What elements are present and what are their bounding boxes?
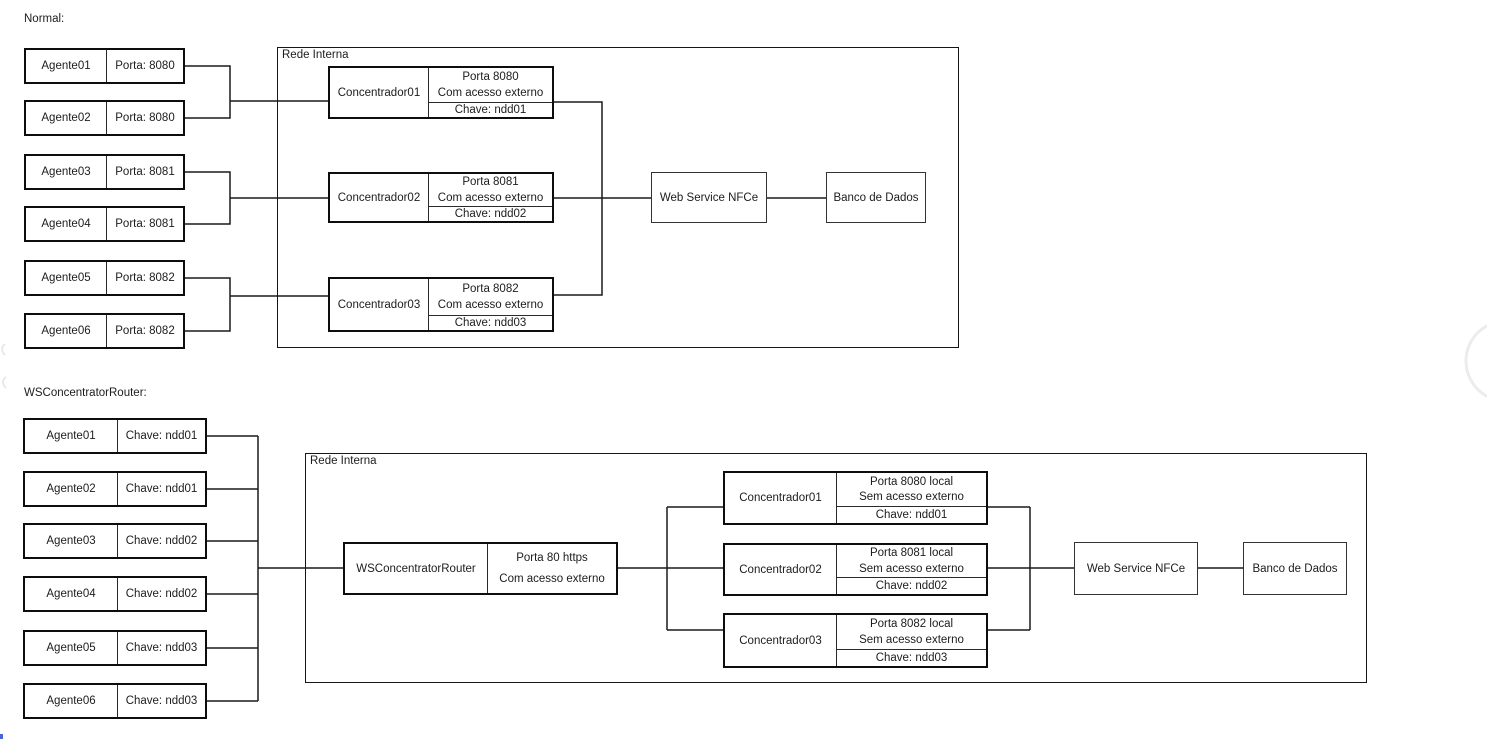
agent-box: Agente01 Porta: 8080 bbox=[24, 48, 185, 84]
agent-port: Porta: 8080 bbox=[115, 60, 175, 72]
concentrator-key: Chave: ndd02 bbox=[429, 206, 552, 221]
agent-port: Porta: 8082 bbox=[115, 325, 175, 337]
agent-name: Agente02 bbox=[26, 102, 107, 134]
concentrator-key: Chave: ndd01 bbox=[429, 102, 552, 117]
webservice-box: Web Service NFCe bbox=[651, 172, 767, 223]
concentrator-access: Com acesso externo bbox=[437, 299, 544, 312]
agent-box: Agente06 Porta: 8082 bbox=[24, 313, 185, 349]
concentrator-name: Concentrador03 bbox=[725, 615, 837, 666]
agent-name: Agente06 bbox=[26, 315, 107, 347]
agent-box: Agente01 Chave: ndd01 bbox=[23, 418, 207, 454]
agent-name: Agente01 bbox=[25, 420, 118, 452]
network-label: Rede Interna bbox=[282, 49, 349, 61]
concentrator-port: Porta 8080 bbox=[462, 71, 519, 83]
concentrator-port: Porta 8082 bbox=[462, 282, 519, 295]
database-box: Banco de Dados bbox=[1243, 542, 1347, 595]
normal-connectors bbox=[185, 65, 826, 332]
gateway-box: WSConcentratorRouter Porta 80 https Com … bbox=[343, 542, 618, 595]
agent-name: Agente05 bbox=[26, 262, 107, 294]
concentrator-port: Porta 8081 local bbox=[869, 547, 954, 560]
concentrator-access: Sem acesso externo bbox=[859, 491, 964, 504]
agent-box: Agente05 Porta: 8082 bbox=[24, 260, 185, 296]
concentrator-port: Porta 8081 bbox=[462, 176, 519, 189]
agent-key: Chave: ndd03 bbox=[125, 695, 198, 707]
concentrator-name: Concentrador03 bbox=[330, 279, 429, 330]
concentrator-name: Concentrador01 bbox=[725, 473, 837, 523]
agent-box: Agente03 Chave: ndd02 bbox=[23, 523, 207, 559]
concentrator-key: Chave: ndd03 bbox=[429, 315, 552, 330]
concentrator-box: Concentrador01 Porta 8080 Com acesso ext… bbox=[328, 66, 554, 119]
agent-name: Agente01 bbox=[26, 50, 107, 82]
network-box-normal: Rede Interna bbox=[277, 47, 959, 348]
agent-key: Chave: ndd01 bbox=[125, 430, 198, 442]
agent-box: Agente06 Chave: ndd03 bbox=[23, 683, 207, 719]
agent-port: Porta: 8080 bbox=[115, 112, 175, 124]
edge-artifacts bbox=[0, 324, 1487, 739]
agent-port: Porta: 8081 bbox=[115, 218, 175, 230]
concentrator-port: Porta 8080 local bbox=[869, 475, 954, 488]
section-title-router: WSConcentratorRouter: bbox=[24, 387, 147, 399]
concentrator-access: Com acesso externo bbox=[437, 87, 544, 99]
agent-name: Agente03 bbox=[25, 525, 118, 557]
concentrator-access: Com acesso externo bbox=[437, 191, 544, 204]
concentrator-box: Concentrador01 Porta 8080 local Sem aces… bbox=[723, 471, 988, 525]
agent-port: Porta: 8082 bbox=[115, 272, 175, 284]
concentrator-name: Concentrador01 bbox=[330, 68, 429, 117]
router-connectors bbox=[207, 435, 1243, 702]
concentrator-box: Concentrador02 Porta 8081 Com acesso ext… bbox=[328, 172, 554, 223]
agent-box: Agente04 Chave: ndd02 bbox=[23, 576, 207, 612]
concentrator-access: Sem acesso externo bbox=[859, 634, 964, 646]
concentrator-box: Concentrador02 Porta 8081 local Sem aces… bbox=[723, 543, 988, 596]
concentrator-name: Concentrador02 bbox=[725, 545, 837, 594]
agent-key: Chave: ndd02 bbox=[125, 535, 198, 547]
network-label: Rede Interna bbox=[310, 455, 377, 467]
concentrator-box: Concentrador03 Porta 8082 Com acesso ext… bbox=[328, 277, 554, 332]
agent-name: Agente05 bbox=[25, 632, 118, 664]
agent-name: Agente04 bbox=[25, 578, 118, 610]
concentrator-access: Sem acesso externo bbox=[859, 562, 964, 575]
agent-box: Agente04 Porta: 8081 bbox=[24, 206, 185, 242]
agent-name: Agente06 bbox=[25, 685, 118, 717]
agent-box: Agente02 Chave: ndd01 bbox=[23, 471, 207, 507]
agent-name: Agente03 bbox=[26, 156, 107, 188]
concentrator-key: Chave: ndd01 bbox=[837, 506, 986, 523]
agent-name: Agente02 bbox=[25, 473, 118, 505]
concentrator-name: Concentrador02 bbox=[330, 174, 429, 221]
gateway-port: Porta 80 https bbox=[516, 552, 588, 565]
agent-key: Chave: ndd03 bbox=[125, 642, 198, 654]
agent-box: Agente03 Porta: 8081 bbox=[24, 154, 185, 190]
webservice-box: Web Service NFCe bbox=[1074, 542, 1198, 595]
section-title-normal: Normal: bbox=[24, 13, 65, 25]
concentrator-box: Concentrador03 Porta 8082 local Sem aces… bbox=[723, 613, 988, 668]
gateway-name: WSConcentratorRouter bbox=[345, 544, 488, 593]
agent-key: Chave: ndd01 bbox=[125, 483, 198, 495]
database-box: Banco de Dados bbox=[826, 172, 926, 223]
concentrator-key: Chave: ndd03 bbox=[837, 649, 986, 666]
gateway-access: Com acesso externo bbox=[499, 572, 605, 585]
agent-port: Porta: 8081 bbox=[115, 166, 175, 178]
agent-name: Agente04 bbox=[26, 208, 107, 240]
agent-box: Agente02 Porta: 8080 bbox=[24, 100, 185, 136]
concentrator-port: Porta 8082 local bbox=[869, 618, 954, 630]
agent-box: Agente05 Chave: ndd03 bbox=[23, 630, 207, 666]
concentrator-key: Chave: ndd02 bbox=[837, 577, 986, 594]
network-box-router: Rede Interna bbox=[305, 453, 1367, 683]
agent-key: Chave: ndd02 bbox=[125, 588, 198, 600]
